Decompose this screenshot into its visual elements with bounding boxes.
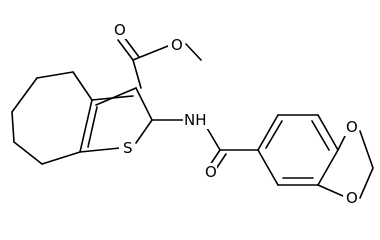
bond-ester-c-o-single [132, 45, 169, 61]
bond-o-methyl [185, 43, 202, 61]
bond-ch2-e-c8a [41, 151, 81, 165]
bond-ester-c-o-double-b [123, 36, 140, 58]
bond-benz-inner-a [265, 120, 283, 149]
bond-amide-c-o-a [209, 149, 221, 166]
bond-ch2-c-ch2-d [11, 111, 15, 143]
bond-c3a-c3-single [95, 87, 137, 106]
bond-ch2-a-ch2-b [36, 71, 74, 79]
bond-benz-inner-b [311, 120, 330, 151]
amide-linkage [151, 119, 259, 170]
bond-benz-1-2 [257, 114, 279, 151]
atom-dioxole-o-lower: O [346, 189, 358, 207]
atom-dioxole-o-upper: O [346, 118, 358, 136]
thiophene-ring [79, 87, 153, 153]
dioxole-ring [317, 130, 374, 199]
bond-ester-c-o-double-a [117, 39, 134, 61]
cycloheptane-ring [11, 71, 93, 165]
bond-o-upper-ch2 [359, 130, 374, 169]
atom-thiophene-s: S [123, 139, 133, 157]
atom-amide-nh: NH [184, 111, 207, 129]
bond-ch2-b-ch2-c [11, 77, 38, 113]
molecule-structure: O O S NH O O O [11, 21, 374, 207]
bond-c8a-c3a [79, 99, 93, 153]
bond-ester-c-c3 [132, 59, 142, 89]
atom-ester-ether-o: O [171, 36, 183, 54]
bond-c3a-ch2-a [72, 71, 93, 101]
bond-nh-carbonyl-c [206, 127, 221, 151]
atom-labels: O O S NH O O O [111, 21, 359, 207]
bond-s-c8a [79, 147, 121, 153]
methyl-ester-group [117, 36, 202, 89]
bond-benz-3-4 [317, 114, 339, 151]
bond-benz-4-5 [317, 149, 339, 186]
bond-ch2-d-ch2-e [13, 141, 43, 165]
atom-ester-carbonyl-o: O [114, 21, 126, 39]
benzene-ring [257, 114, 339, 186]
bond-c2-s [135, 119, 153, 144]
atom-amide-o: O [205, 163, 217, 181]
bond-c3-c2 [135, 87, 153, 121]
bond-amide-c-o-b [215, 153, 227, 170]
bond-ch2-o-lower [359, 167, 374, 199]
bond-c8a-c3a-inner [87, 106, 98, 148]
bond-benz-6-1 [257, 149, 279, 186]
bond-o-lower-c [317, 184, 344, 197]
